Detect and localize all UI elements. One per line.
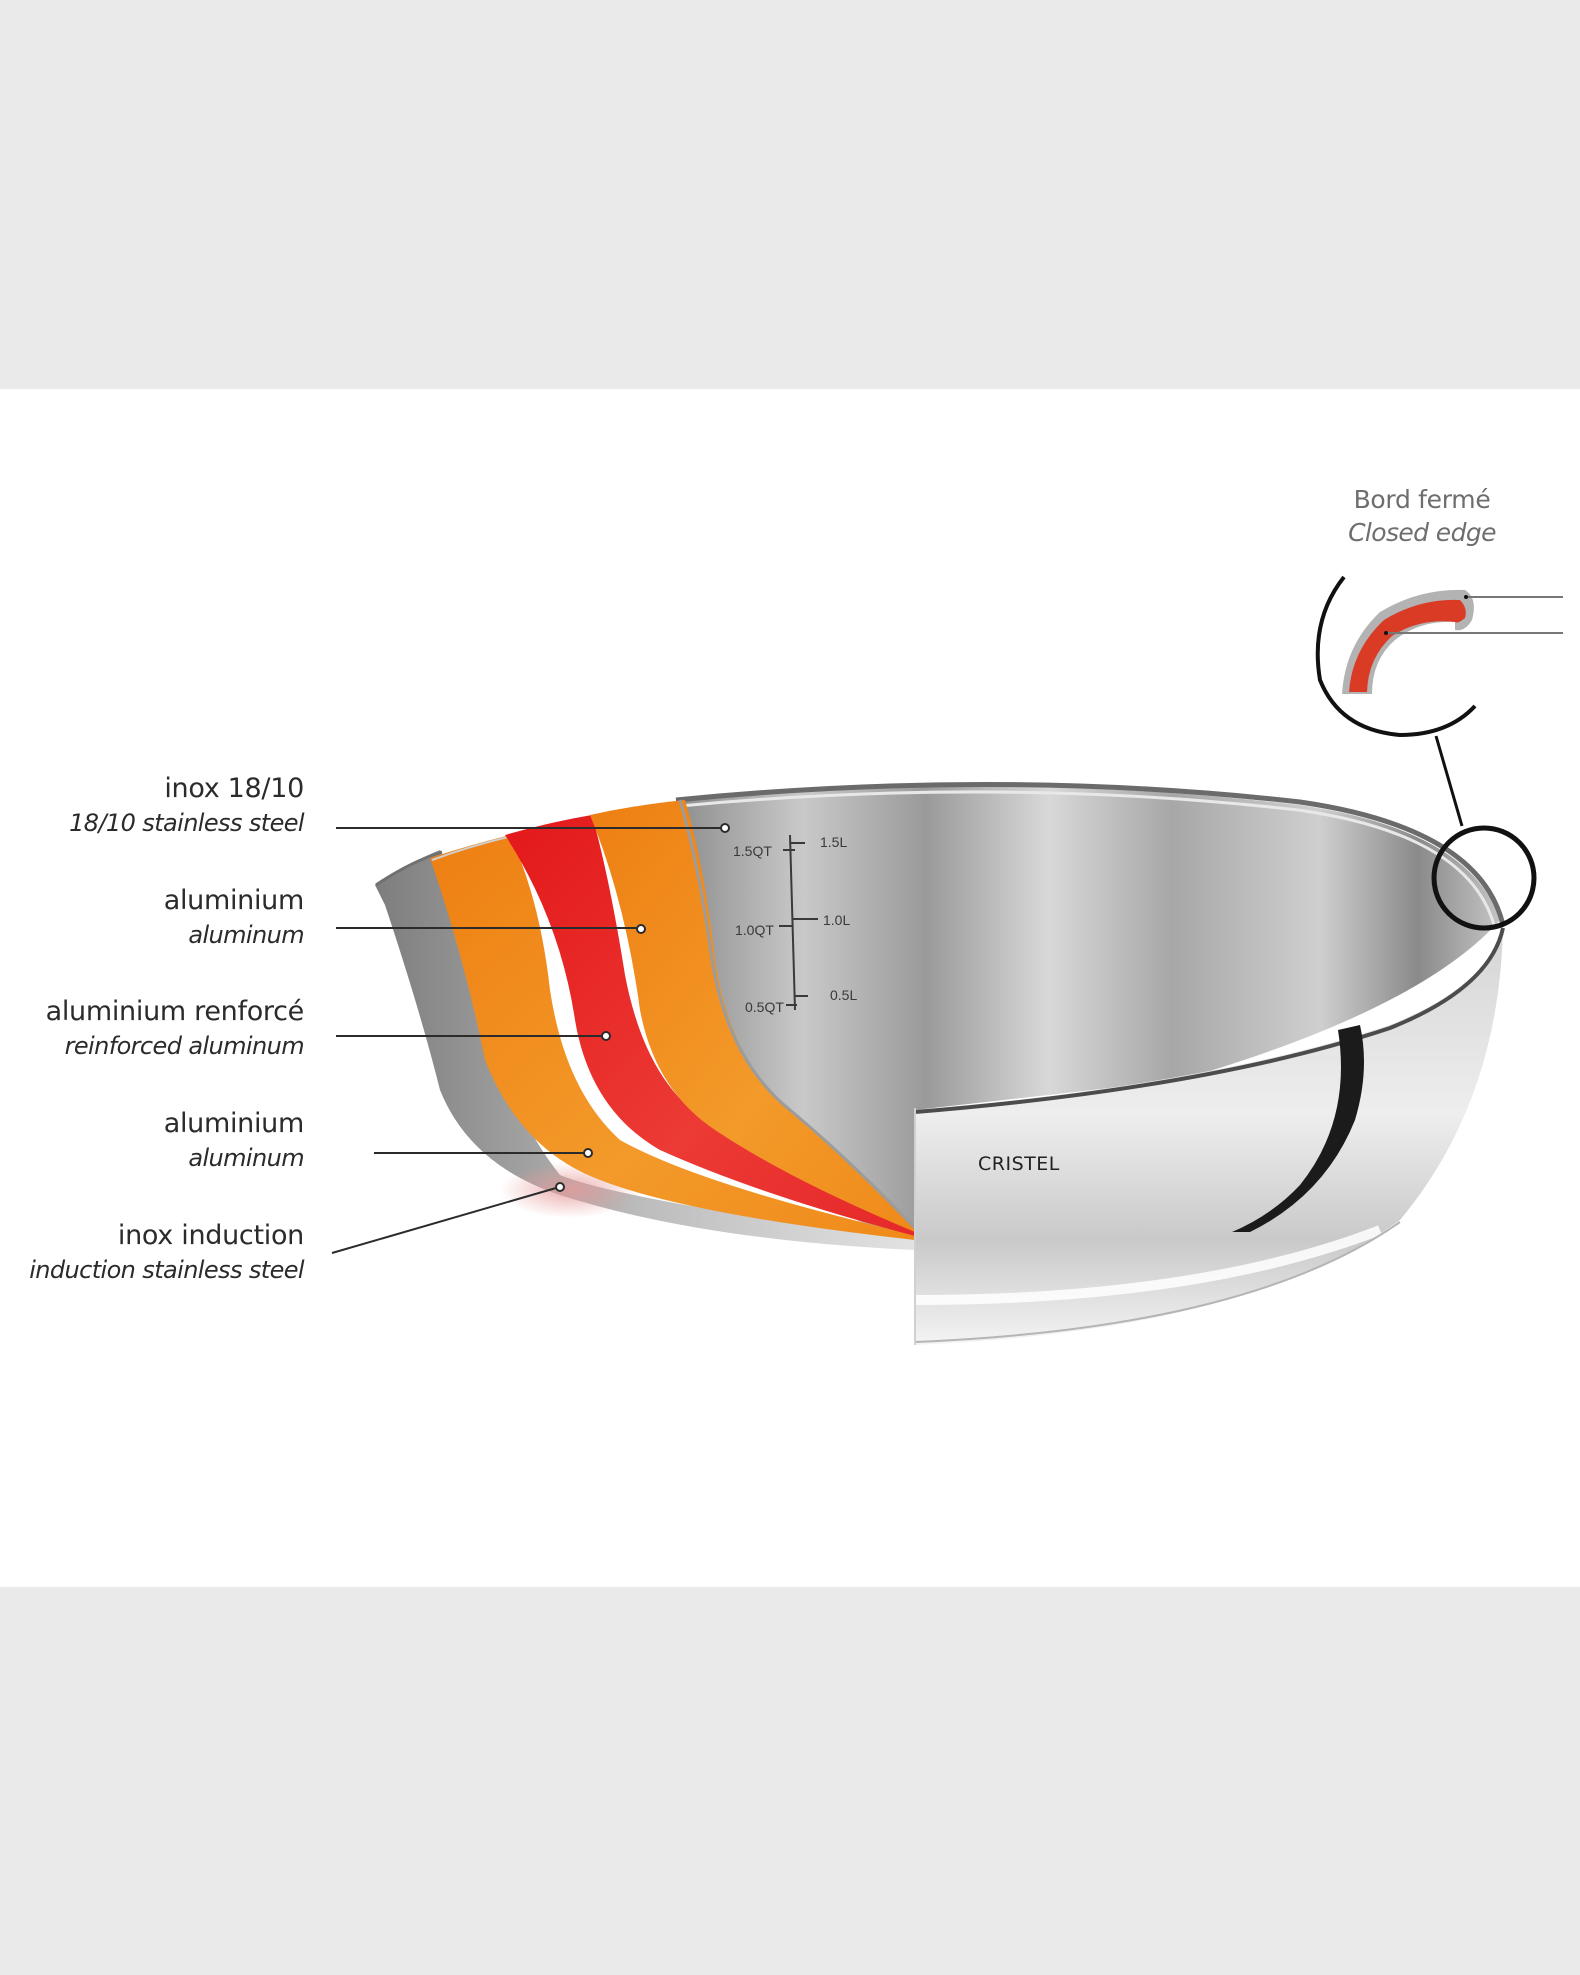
label-fr: inox 18/10 [164, 773, 304, 804]
bottom-gray-band [0, 1587, 1580, 1975]
gauge-label-0-5l: 0.5L [830, 987, 857, 1003]
layer-aluminium-inner [590, 800, 915, 1232]
pan-cutaway-illustration: 1.5QT 1.0QT 0.5QT 1.5L 1.0L 0.5L CRISTEL [331, 575, 1563, 1345]
layer-aluminium-outer [430, 835, 915, 1240]
gauge-label-1-0qt: 1.0QT [735, 922, 774, 938]
label-fr: inox induction [117, 1220, 304, 1251]
layer-aluminium-renforce [505, 815, 915, 1236]
label-en: aluminum [188, 1144, 304, 1172]
label-en: reinforced aluminum [64, 1032, 305, 1060]
label-inox-18-10: inox 18/10 18/10 stainless steel [69, 772, 304, 840]
magnifier-ring [1431, 825, 1537, 931]
label-inox-induction: inox induction induction stainless steel [29, 1219, 304, 1287]
layer-inox-induction-shell [375, 850, 915, 1250]
measuring-gauge: 1.5QT 1.0QT 0.5QT 1.5L 1.0L 0.5L [733, 834, 857, 1015]
gauge-label-1-5l: 1.5L [820, 834, 847, 850]
label-fr: aluminium renforcé [45, 996, 305, 1027]
gauge-label-0-5qt: 0.5QT [745, 999, 784, 1015]
diagram-canvas: 1.5QT 1.0QT 0.5QT 1.5L 1.0L 0.5L CRISTEL [0, 389, 1580, 1587]
label-en: induction stainless steel [29, 1256, 304, 1284]
brand-logo: CRISTEL [978, 1153, 1060, 1175]
label-fr: aluminium [163, 1108, 305, 1139]
label-fr: aluminium [163, 885, 305, 916]
label-en: 18/10 stainless steel [69, 809, 304, 837]
gauge-label-1-0l: 1.0L [823, 912, 850, 928]
label-en: Closed edge [1348, 518, 1496, 547]
leader-lines [331, 823, 730, 1254]
label-closed-edge: Bord fermé Closed edge [1322, 483, 1522, 549]
label-fr: Bord fermé [1353, 485, 1491, 514]
layer-inox-18-10-lining [678, 799, 917, 1230]
gauge-label-1-5qt: 1.5QT [733, 843, 772, 859]
label-en: aluminum [188, 921, 304, 949]
label-aluminium-2: aluminium aluminum [163, 1107, 305, 1175]
closed-edge-detail [1315, 575, 1563, 738]
label-aluminium-1: aluminium aluminum [163, 884, 305, 952]
label-aluminium-renforce: aluminium renforcé reinforced aluminum [45, 995, 305, 1063]
pan-interior [680, 786, 1500, 1240]
pan-rim [675, 782, 1506, 926]
top-gray-band [0, 0, 1580, 389]
